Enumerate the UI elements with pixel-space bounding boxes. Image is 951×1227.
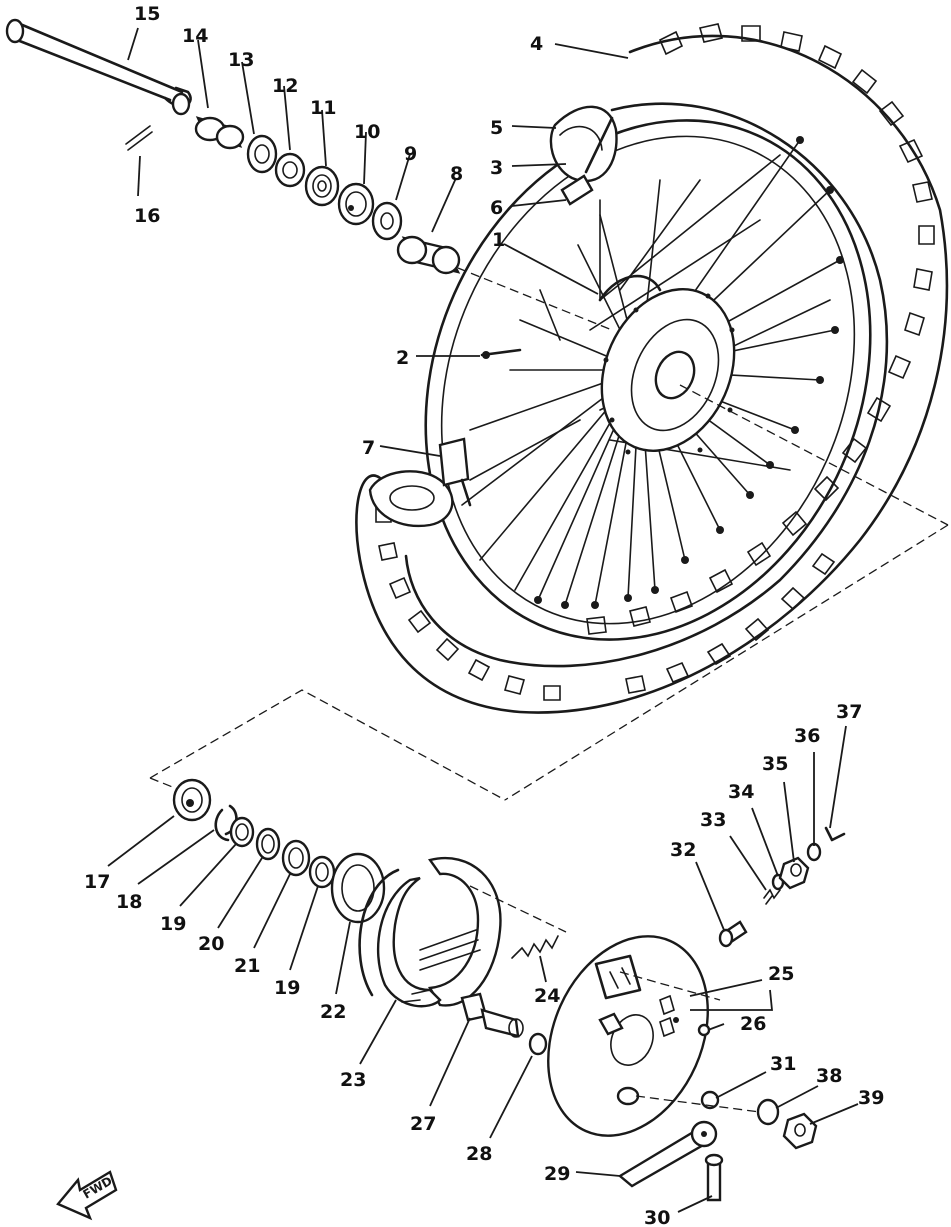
- label-part-14: 14: [182, 25, 208, 47]
- label-part-33: 33: [700, 809, 726, 831]
- adjuster-32: [718, 920, 748, 948]
- label-part-2: 2: [396, 347, 409, 369]
- label-part-7: 7: [362, 437, 375, 459]
- plug-26: [697, 1023, 711, 1037]
- label-part-23: 23: [340, 1069, 366, 1091]
- label-part-22: 22: [320, 1001, 346, 1023]
- collar: [194, 116, 245, 150]
- label-part-3: 3: [490, 157, 503, 179]
- label-part-24: 24: [534, 985, 560, 1007]
- label-part-21: 21: [234, 955, 260, 977]
- washer-19a: [229, 816, 255, 848]
- label-part-19b: 19: [274, 977, 300, 999]
- label-part-15: 15: [134, 3, 160, 25]
- label-part-6: 6: [490, 197, 503, 219]
- seal-22: [330, 852, 386, 924]
- oil-seal-9: [371, 201, 403, 241]
- brake-plate: [547, 935, 709, 1137]
- cam-lever: [617, 1120, 718, 1188]
- label-part-5: 5: [490, 117, 503, 139]
- fwd-arrow: FWD: [56, 1170, 118, 1221]
- label-part-30: 30: [644, 1207, 670, 1227]
- nut-35: [778, 856, 810, 890]
- nut-31: [700, 1090, 720, 1110]
- label-part-29: 29: [544, 1163, 570, 1185]
- label-part-8: 8: [450, 163, 463, 185]
- oil-seal-21: [281, 839, 311, 877]
- wheel-assembly: [355, 23, 949, 714]
- label-part-31: 31: [770, 1053, 796, 1075]
- label-part-36: 36: [794, 725, 820, 747]
- oil-seal-13: [246, 134, 278, 174]
- label-part-38: 38: [816, 1065, 842, 1087]
- label-part-20: 20: [198, 933, 224, 955]
- label-part-37: 37: [836, 701, 862, 723]
- label-part-39: 39: [858, 1087, 884, 1109]
- cotter-pin: [125, 125, 153, 151]
- label-part-18: 18: [116, 891, 142, 913]
- label-part-11: 11: [310, 97, 336, 119]
- label-part-4: 4: [530, 33, 543, 55]
- camshaft-27: [460, 992, 524, 1038]
- label-part-1: 1: [492, 229, 505, 251]
- bearing-10: [337, 182, 375, 226]
- washer-36: [806, 842, 822, 862]
- washer-19b: [308, 855, 336, 889]
- label-part-12: 12: [272, 75, 298, 97]
- collar-20: [255, 827, 281, 861]
- label-part-9: 9: [404, 143, 417, 165]
- spacer-12: [274, 152, 306, 188]
- label-part-28: 28: [466, 1143, 492, 1165]
- spacer-8: [396, 235, 461, 275]
- label-part-19a: 19: [160, 913, 186, 935]
- washer-28: [528, 1032, 548, 1056]
- cotter-37: [824, 826, 846, 842]
- label-part-32: 32: [670, 839, 696, 861]
- label-part-16: 16: [134, 205, 160, 227]
- bearing-17: [172, 778, 212, 822]
- leader-lines: [107, 27, 859, 1213]
- label-part-17: 17: [84, 871, 110, 893]
- bolt-30: [704, 1153, 724, 1202]
- label-part-35: 35: [762, 753, 788, 775]
- brake-shoe-set: [358, 857, 502, 1008]
- spring-24: [511, 935, 559, 959]
- spring-33: [763, 888, 781, 905]
- bearing-11: [304, 165, 340, 207]
- label-part-34: 34: [728, 781, 754, 803]
- label-part-25: 25: [768, 963, 794, 985]
- axle: [5, 18, 192, 116]
- nut-39: [782, 1112, 818, 1150]
- part-labels: 1 2 3 4 5 6 7 8 9 10 11 12 13 14 15 16 1…: [84, 3, 884, 1227]
- label-part-27: 27: [410, 1113, 436, 1135]
- washer-38: [756, 1098, 780, 1126]
- label-part-10: 10: [354, 121, 380, 143]
- label-part-26: 26: [740, 1013, 766, 1035]
- label-part-13: 13: [228, 49, 254, 71]
